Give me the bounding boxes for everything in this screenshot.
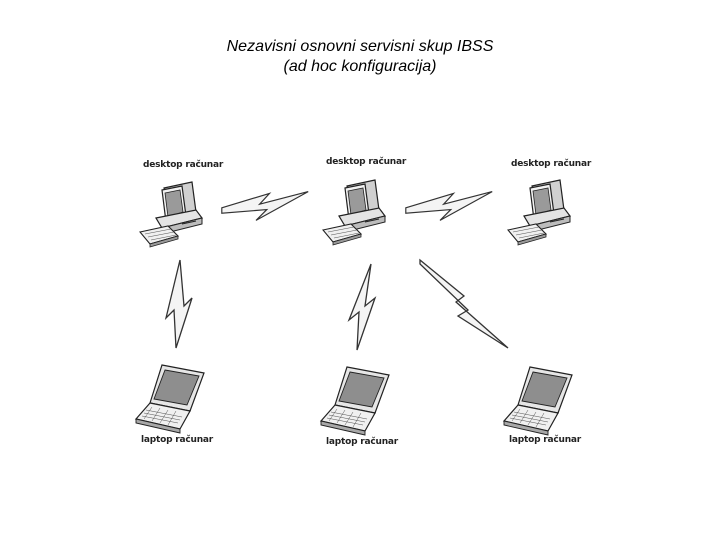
wireless-link-icon — [220, 188, 310, 224]
laptop-2-label: laptop računar — [326, 437, 399, 447]
wireless-link-icon — [347, 263, 377, 351]
desktop-3-label: desktop računar — [511, 159, 592, 169]
laptop-3-label: laptop računar — [509, 435, 582, 445]
laptop-computer-icon — [500, 357, 580, 437]
desktop-2-label: desktop računar — [326, 157, 407, 167]
laptop-computer-icon — [317, 357, 397, 437]
desktop-computer-icon — [317, 170, 397, 250]
desktop-computer-icon — [502, 170, 582, 250]
laptop-1-label: laptop računar — [141, 435, 214, 445]
laptop-computer-icon — [132, 355, 212, 435]
wireless-link-icon — [419, 258, 509, 349]
desktop-1-label: desktop računar — [143, 160, 224, 170]
diagram-title: Nezavisni osnovni servisni skup IBSS — [226, 38, 494, 55]
wireless-link-icon — [404, 188, 494, 224]
desktop-computer-icon — [134, 172, 214, 252]
wireless-link-icon — [164, 259, 193, 349]
diagram-subtitle: (ad hoc konfiguracija) — [283, 58, 437, 75]
